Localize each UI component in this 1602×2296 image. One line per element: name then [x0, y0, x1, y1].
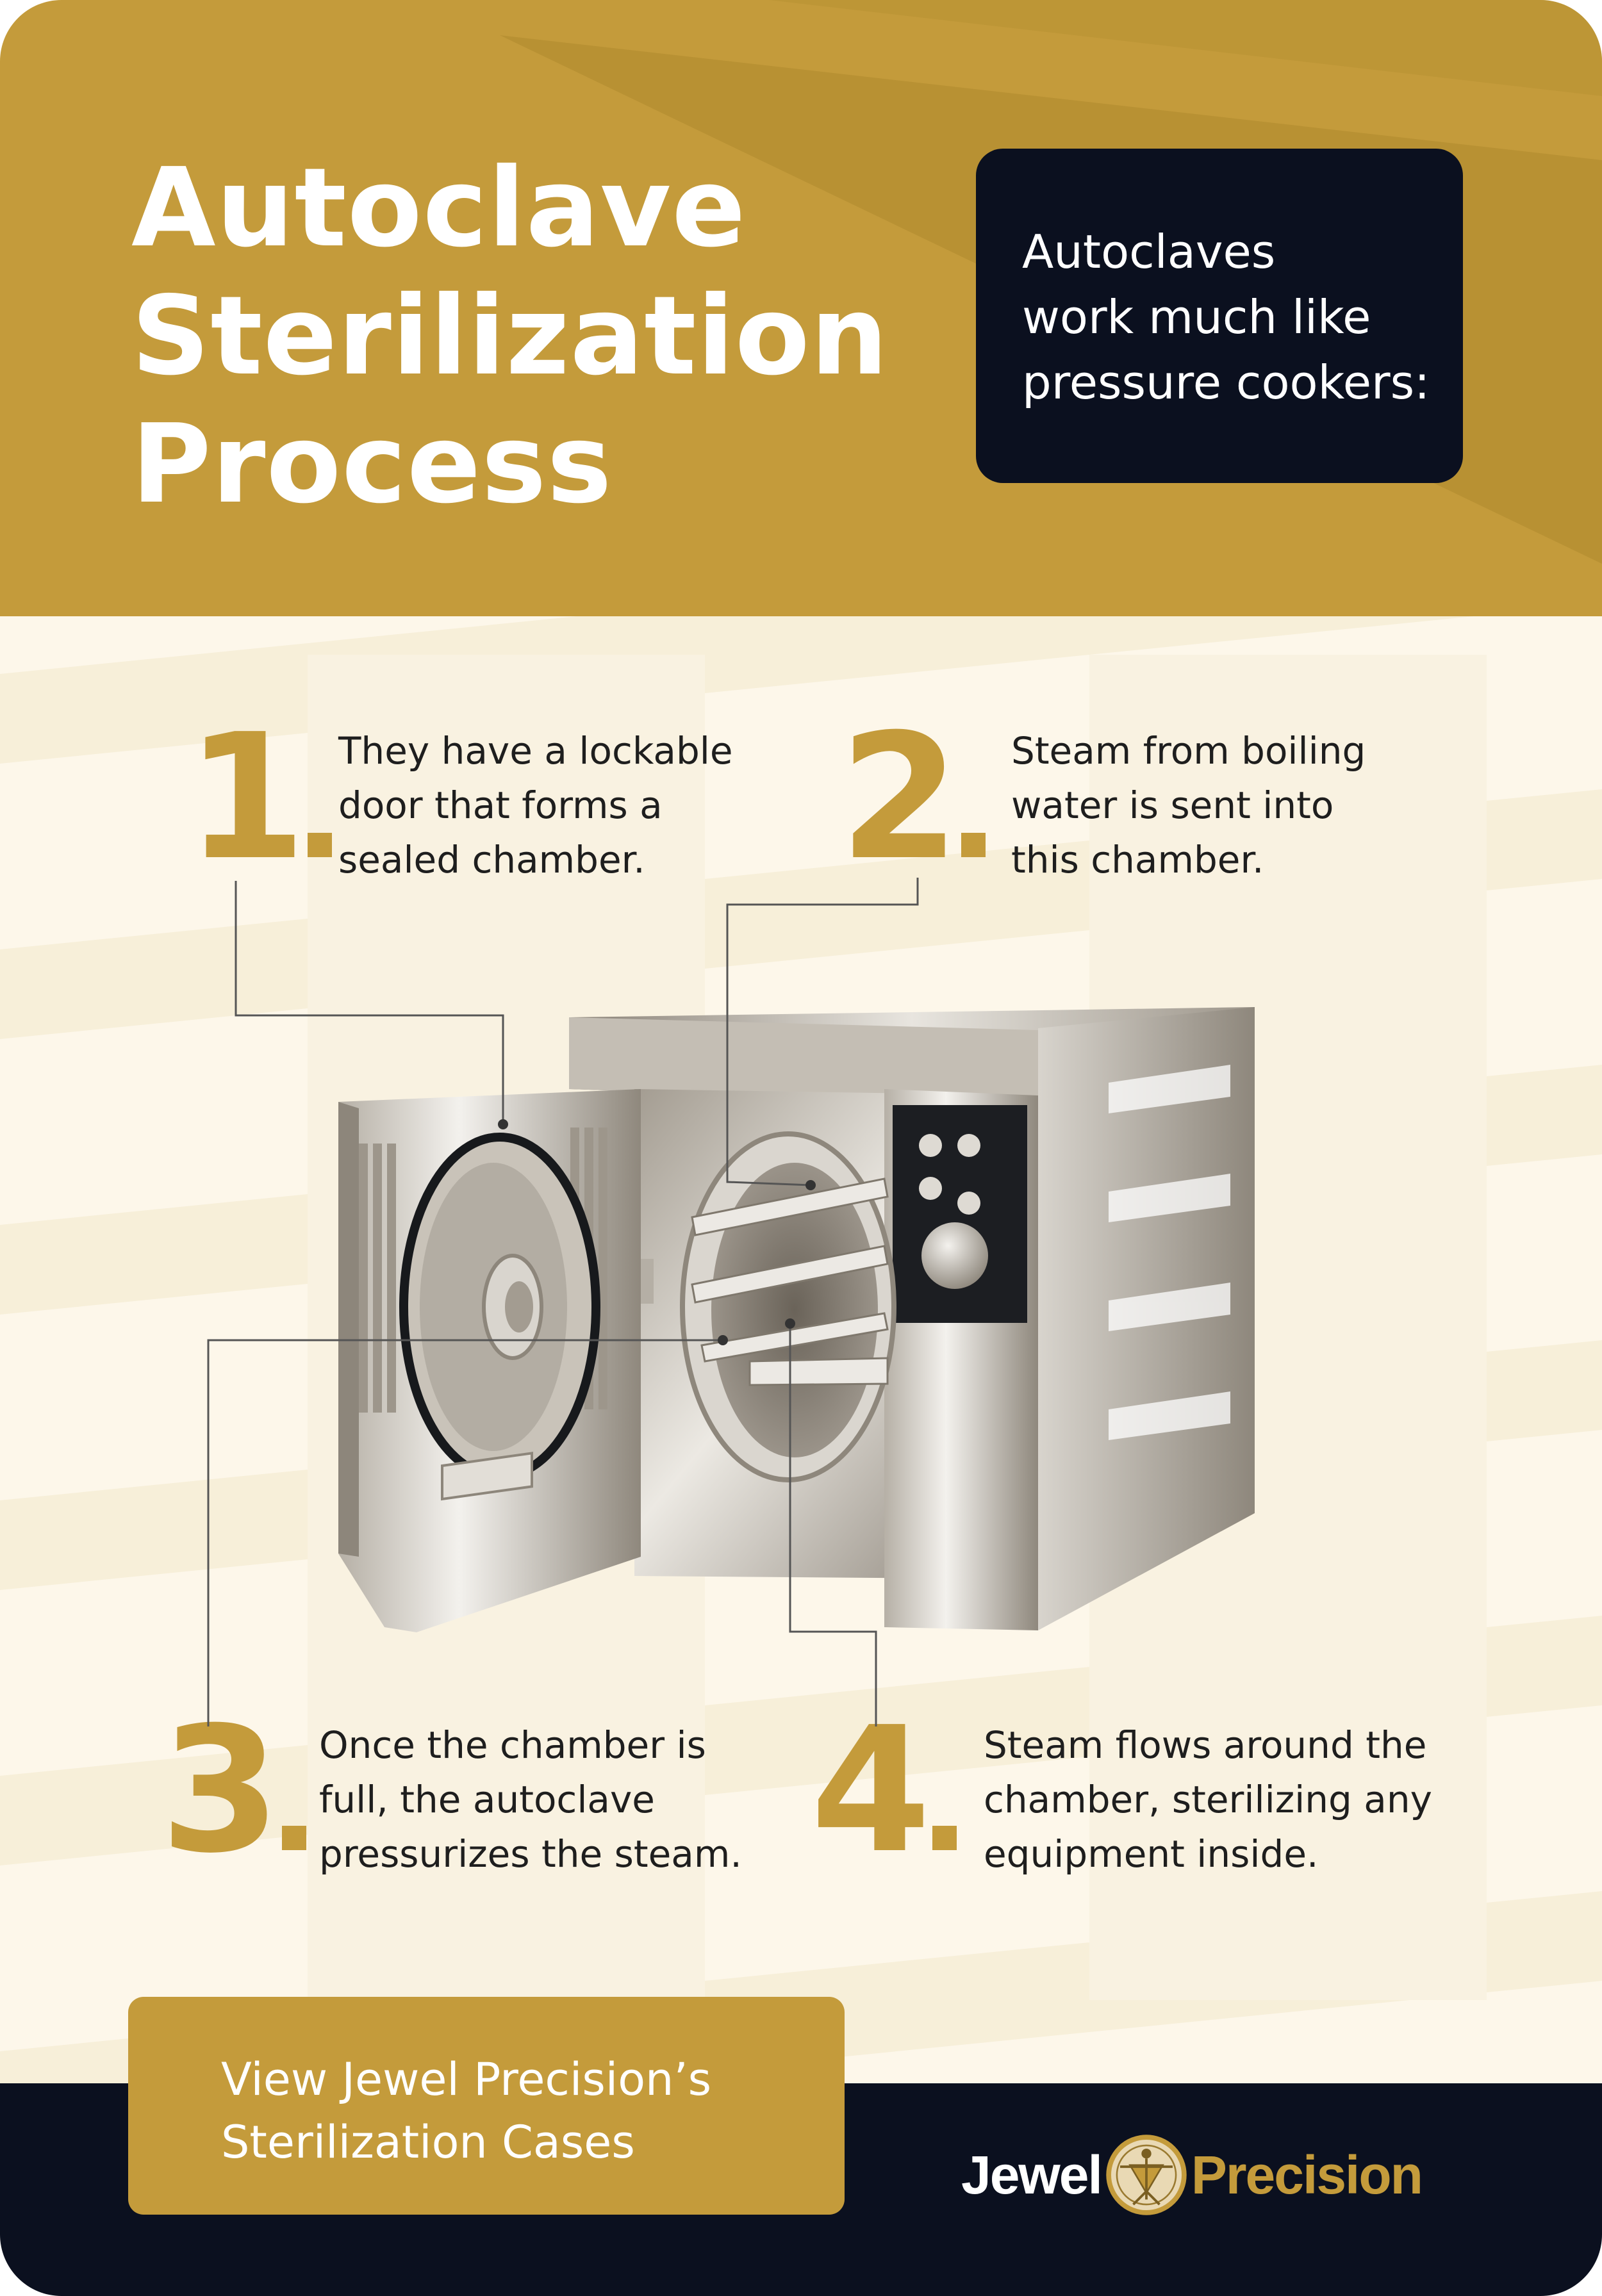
intro-line-2: work much like	[1022, 290, 1371, 344]
callout-dots	[498, 1119, 816, 1345]
autoclave-door	[338, 1089, 641, 1632]
intro-line-3: pressure cookers:	[1022, 356, 1430, 409]
title-line-2: Sterilization	[131, 273, 889, 400]
step-2-number: 2	[839, 711, 986, 884]
view-sterilization-cases-button[interactable]: View Jewel Precision’s Sterilization Cas…	[128, 1997, 845, 2215]
title-line-3: Process	[131, 401, 613, 528]
page-title: Autoclave Sterilization Process	[131, 144, 889, 529]
header-band: Autoclave Sterilization Process Autoclav…	[0, 0, 1602, 616]
logo-word-jewel: Jewel	[961, 2144, 1103, 2205]
step-1-dot	[307, 833, 332, 857]
body-pattern-background	[0, 616, 1602, 2083]
step-3-text: Once the chamber is full, the autoclave …	[319, 1723, 742, 1876]
cta-line-1: View Jewel Precision’s	[221, 2053, 712, 2106]
intro-line-1: Autoclaves	[1022, 225, 1276, 279]
intro-callout: Autoclaves work much like pressure cooke…	[976, 149, 1463, 483]
step-2-text: Steam from boiling water is sent into th…	[1011, 729, 1366, 882]
step-1-text: They have a lockable door that forms a s…	[338, 729, 733, 882]
step-3-dot	[281, 1826, 306, 1850]
step-3-number: 3	[160, 1704, 306, 1877]
step-4-number: 4	[811, 1704, 957, 1877]
jewel-precision-logo[interactable]: Jewel Precision	[961, 2133, 1423, 2217]
callout-leader-lines	[207, 878, 919, 1726]
cta-line-2: Sterilization Cases	[221, 2116, 635, 2169]
title-line-1: Autoclave	[131, 145, 747, 272]
vitruvian-man-emblem-icon	[1106, 2135, 1187, 2215]
step-4-dot	[932, 1826, 957, 1850]
step-2-dot	[961, 833, 986, 857]
step-1-number: 1	[186, 711, 332, 884]
step-4-text: Steam flows around the chamber, steriliz…	[984, 1723, 1432, 1876]
logo-word-precision: Precision	[1191, 2144, 1423, 2205]
autoclave-body	[569, 1007, 1255, 1630]
